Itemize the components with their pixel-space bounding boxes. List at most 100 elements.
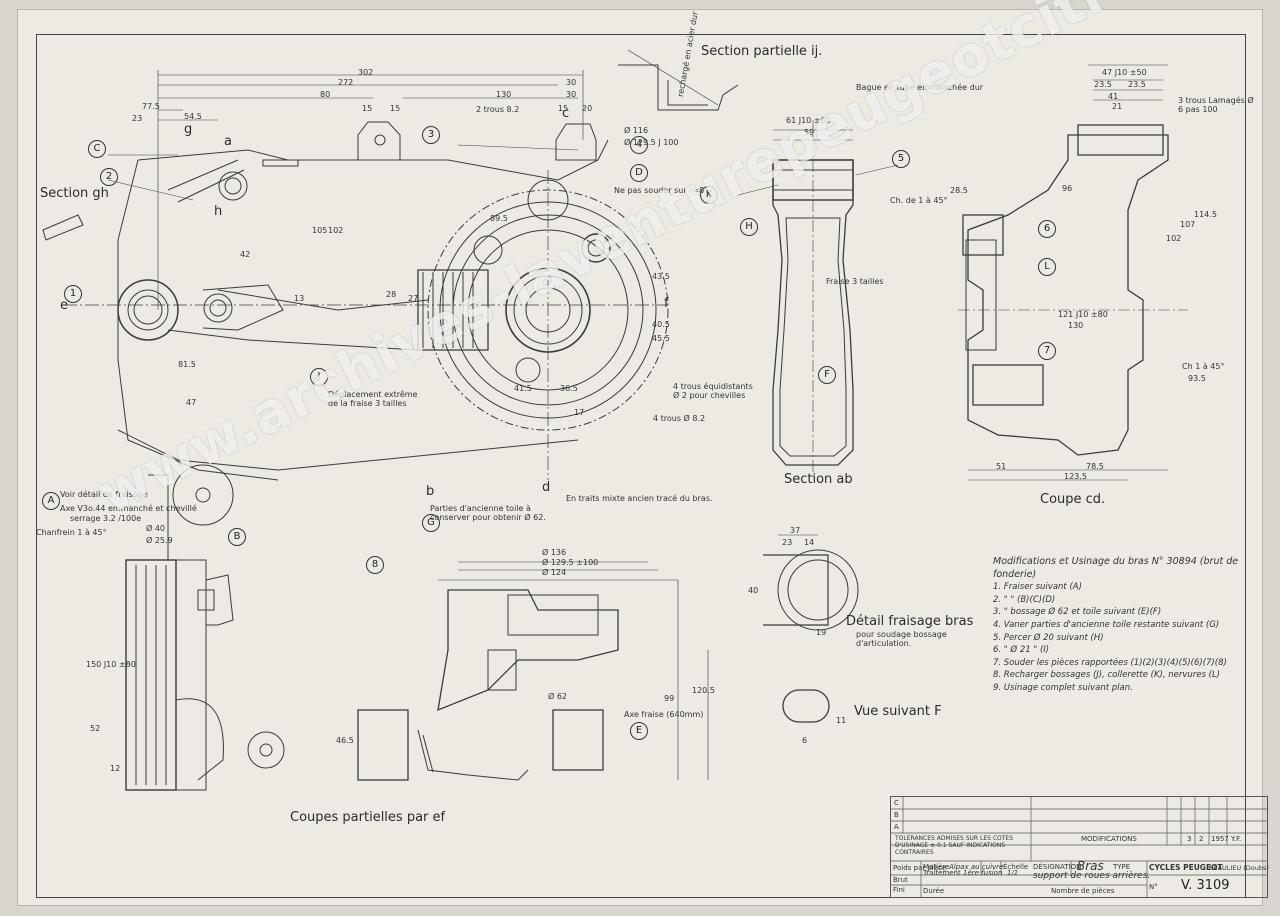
dim-102: 102 — [1166, 234, 1182, 243]
note-voir-detail: Voir détail de fraisage — [60, 490, 148, 499]
marker-5: 5 — [892, 150, 910, 168]
dim-61: 61 J10 ±60 — [786, 116, 831, 125]
traitement-label: Traitement — [923, 869, 961, 877]
coupe-cd-title: Coupe cd. — [1040, 492, 1106, 507]
marker-2: 2 — [100, 168, 118, 186]
dim-20: 20 — [582, 104, 593, 113]
dim-121: 121 J10 ±80 — [1058, 310, 1108, 319]
dim-105: 105 — [312, 226, 328, 235]
modifications-title: Modifications et Usinage du bras N° 3089… — [993, 556, 1239, 580]
rev-row-c: C — [894, 799, 899, 807]
date-day: 3 — [1187, 835, 1192, 843]
dim-28-5: 28.5 — [950, 186, 968, 195]
technical-drawing — [42, 49, 1188, 791]
dim-42: 42 — [240, 250, 251, 259]
poids-label: Poids par pièce — [893, 864, 947, 872]
dim-23-5b: 23.5 — [1128, 80, 1146, 89]
title-block: C B A TOLÉRANCES ADMISES SUR LES COTES D… — [890, 796, 1269, 898]
dim-27: 27 — [408, 294, 419, 303]
dim-46-5: 46.5 — [336, 736, 354, 745]
designation-label: DÉSIGNATION — [1033, 863, 1082, 871]
echelle-value: 1/1 — [1007, 869, 1019, 877]
dim-28: 28 — [386, 290, 397, 299]
cut-letter-h: h — [214, 204, 223, 219]
cut-letter-a: a — [224, 134, 232, 149]
dim-15a: 15 — [362, 104, 373, 113]
marker-b: B — [228, 528, 246, 546]
title-block-grid — [891, 797, 1267, 897]
modifications-header: MODIFICATIONS — [1081, 835, 1137, 843]
dim-59: 59 — [804, 128, 815, 137]
note-parties: Parties d'ancienne toile à conserver pou… — [430, 504, 546, 522]
matiere-value: Alpax au cuivre — [949, 863, 1004, 871]
marker-d: D — [630, 164, 648, 182]
dim-78-5: 78.5 — [1086, 462, 1104, 471]
dim-89-5: 89.5 — [490, 214, 508, 223]
note-deux-trous: 2 trous 8.2 — [476, 105, 520, 114]
dim-77-5: 77.5 — [142, 102, 160, 111]
dim-30b: 30 — [566, 90, 577, 99]
modification-item: 8. Recharger bossages (J), collerette (K… — [993, 670, 1221, 681]
dim-14: 14 — [804, 538, 815, 547]
dim-302: 302 — [358, 68, 374, 77]
note-traits: En traits mixte ancien tracé du bras. — [566, 494, 713, 503]
dim-96: 96 — [1062, 184, 1073, 193]
date-month: 2 — [1199, 835, 1204, 843]
dim-d136: Ø 136 — [542, 548, 567, 557]
dim-30a: 30 — [566, 78, 577, 87]
cut-letter-b: b — [426, 484, 435, 499]
note-fraise-3-tailles: Fraise 3 tailles — [826, 277, 884, 286]
vue-suivant-f-title: Vue suivant F — [854, 704, 942, 719]
designation-detail: support de roues arrières. — [1033, 871, 1151, 881]
dim-130: 130 — [496, 90, 512, 99]
echelle-label: Échelle — [1003, 863, 1029, 871]
modification-item: 9. Usinage complet suivant plan. — [993, 682, 1133, 693]
dim-47: 47 — [186, 398, 197, 407]
modification-item: 7. Souder les pièces rapportées (1)(2)(3… — [993, 657, 1227, 668]
dim-15b: 15 — [390, 104, 401, 113]
cut-letter-c: c — [562, 106, 570, 121]
dim-d129b: Ø 129.5 ±100 — [542, 558, 599, 567]
traitement-value: 1ère fusion — [963, 869, 1003, 877]
duree-label: Durée — [923, 887, 945, 895]
dim-80: 80 — [320, 90, 331, 99]
marker-4: 4 — [630, 136, 648, 154]
marker-1: 1 — [64, 285, 82, 303]
coupes-partielles-title: Coupes partielles par ef — [290, 810, 446, 825]
dim-52: 52 — [90, 724, 101, 733]
cut-letter-d: d — [542, 480, 551, 495]
dim-114-5: 114.5 — [1194, 210, 1217, 219]
marker-8: 8 — [366, 556, 384, 574]
marker-f: F — [818, 366, 836, 384]
section-ab-title: Section ab — [784, 472, 853, 487]
note-trous-82: 4 trous Ø 8.2 — [653, 414, 706, 423]
marker-l: L — [1038, 258, 1056, 276]
modification-item: 2. " " (B)(C)(D) — [993, 594, 1056, 605]
dim-107: 107 — [1180, 220, 1196, 229]
note-axe-fraise: Axe fraise (640mm) — [624, 710, 704, 719]
dim-41: 41 — [1108, 92, 1119, 101]
dim-36-5: 36.5 — [560, 384, 578, 393]
note-ne-pas-souder: Ne pas souder sur r=8 — [614, 186, 705, 195]
dim-d62: Ø 62 — [548, 692, 568, 701]
marker-6: 6 — [1038, 220, 1056, 238]
dim-54-5: 54.5 — [184, 112, 202, 121]
tolerances-note: TOLÉRANCES ADMISES SUR LES COTES D'USINA… — [895, 835, 1014, 856]
dim-45-5: 45.5 — [652, 334, 670, 343]
dim-123-5: 123.5 — [1064, 472, 1087, 481]
drawn-by: Y.F. — [1231, 835, 1242, 843]
note-chanfrein-45b: Ch 1 à 45° — [1182, 362, 1225, 371]
marker-a: A — [42, 492, 60, 510]
dim-40: 40 — [748, 586, 759, 595]
dim-15c: 15 — [558, 104, 569, 113]
dim-19: 19 — [816, 628, 827, 637]
drawing-frame — [36, 34, 1246, 898]
detail-fraisage-title: Détail fraisage bras — [846, 614, 974, 629]
note-axe: Axe V3o.44 emmanché et chevillé — [60, 504, 197, 513]
numero-label: N° — [1149, 883, 1158, 891]
modification-item: 4. Vaner parties d'ancienne toile restan… — [993, 619, 1220, 630]
dim-23: 23 — [132, 114, 143, 123]
dim-d25-9: Ø 25.9 — [146, 536, 173, 545]
dim-23b: 23 — [782, 538, 793, 547]
note-chanfrein: Chanfrein 1 à 45° — [36, 528, 107, 537]
